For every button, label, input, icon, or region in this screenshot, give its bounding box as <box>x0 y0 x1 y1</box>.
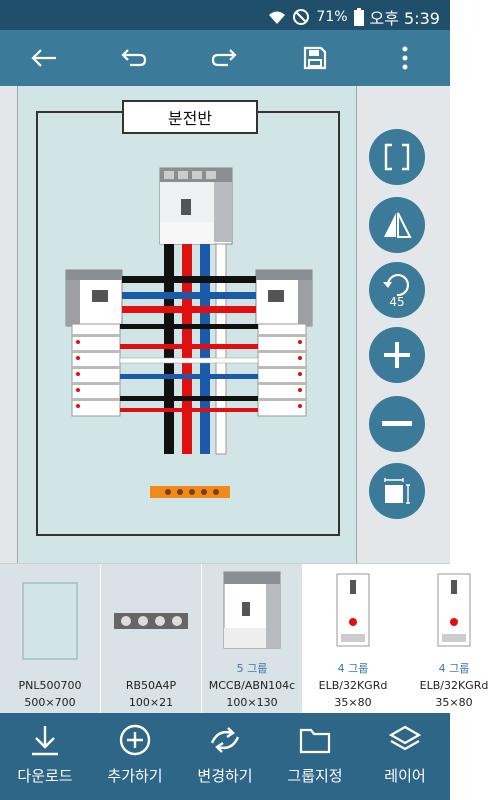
redo-icon[interactable] <box>204 38 244 78</box>
part-item[interactable]: 4 그룹 ELB/32KGRd 35×80 <box>303 564 403 714</box>
change-label: 변경하기 <box>197 767 253 785</box>
zoom-out-icon[interactable] <box>369 396 425 452</box>
part-group: 5 그룹 <box>236 662 268 675</box>
status-bar: 71% 오후 5:39 <box>0 0 450 30</box>
add-button[interactable]: 추가하기 <box>90 713 180 800</box>
part-group: 4 그룹 <box>438 662 470 675</box>
folder-icon <box>295 723 335 757</box>
undo-icon[interactable] <box>114 38 154 78</box>
part-size: 100×130 <box>226 696 278 709</box>
rotate-angle-label: 45 <box>389 295 405 309</box>
part-size: 35×80 <box>435 696 473 709</box>
panel-drawing[interactable] <box>18 86 358 563</box>
panel-thumbnail <box>0 568 100 674</box>
save-icon[interactable] <box>295 38 335 78</box>
part-item[interactable]: 5 그룹 MCCB/ABN104c 100×130 <box>202 564 302 714</box>
left-breaker[interactable] <box>65 269 123 327</box>
bracket-icon[interactable] <box>369 129 425 185</box>
battery-icon <box>353 8 364 26</box>
add-circle-icon <box>115 723 155 757</box>
main-breaker[interactable] <box>159 167 233 245</box>
more-vert-icon[interactable] <box>385 38 425 78</box>
part-item[interactable]: RB50A4P 100×21 <box>101 564 201 714</box>
back-arrow-icon[interactable] <box>24 38 64 78</box>
layer-label: 레이어 <box>384 767 426 785</box>
layer-button[interactable]: 레이어 <box>360 713 450 800</box>
swap-icon <box>205 723 245 757</box>
clock: 오후 5:39 <box>369 9 440 28</box>
download-label: 다운로드 <box>17 767 73 785</box>
part-item[interactable]: 4 그룹 ELB/32KGRd 35×80 <box>404 564 488 714</box>
resize-icon[interactable] <box>369 463 425 519</box>
part-group: 4 그룹 <box>337 662 369 675</box>
right-breaker[interactable] <box>255 269 313 327</box>
bottom-action-bar: 다운로드 추가하기 변경하기 그룹지정 레이어 <box>0 713 450 800</box>
layers-icon <box>385 723 425 757</box>
part-size: 35×80 <box>334 696 372 709</box>
branch-breakers-right[interactable] <box>257 323 307 417</box>
zoom-in-icon[interactable] <box>369 327 425 383</box>
part-size: 500×700 <box>24 696 76 709</box>
part-name: RB50A4P <box>125 679 177 692</box>
branch-breakers-left[interactable] <box>71 323 121 417</box>
elb-thumbnail <box>303 570 403 650</box>
top-toolbar <box>0 30 450 86</box>
group-button[interactable]: 그룹지정 <box>270 713 360 800</box>
design-canvas[interactable]: 분전반 <box>0 86 450 563</box>
change-button[interactable]: 변경하기 <box>180 713 270 800</box>
panel-title[interactable]: 분전반 <box>122 100 258 134</box>
distribution-panel[interactable]: 분전반 <box>17 86 357 563</box>
rotate-icon[interactable]: 45 <box>369 262 425 318</box>
mccb-thumbnail <box>202 570 302 650</box>
parts-tray[interactable]: PNL500700 500×700 RB50A4P 100×21 5 그룹 MC… <box>0 563 488 714</box>
part-size: 100×21 <box>128 696 174 709</box>
download-icon <box>25 723 65 757</box>
part-name: MCCB/ABN104c <box>208 679 296 692</box>
part-name: PNL500700 <box>18 679 82 692</box>
download-button[interactable]: 다운로드 <box>0 713 90 800</box>
terminal-block[interactable] <box>150 486 230 498</box>
battery-percent: 71% <box>316 9 348 25</box>
group-label: 그룹지정 <box>287 767 343 785</box>
add-label: 추가하기 <box>107 767 163 785</box>
wifi-icon <box>268 9 286 25</box>
part-name: ELB/32KGRd <box>419 679 489 692</box>
part-item[interactable]: PNL500700 500×700 <box>0 564 100 714</box>
terminal-thumbnail <box>101 568 201 674</box>
flip-icon[interactable] <box>369 197 425 253</box>
do-not-disturb-icon <box>292 8 310 26</box>
elb-thumbnail <box>404 570 504 650</box>
part-name: ELB/32KGRd <box>318 679 388 692</box>
